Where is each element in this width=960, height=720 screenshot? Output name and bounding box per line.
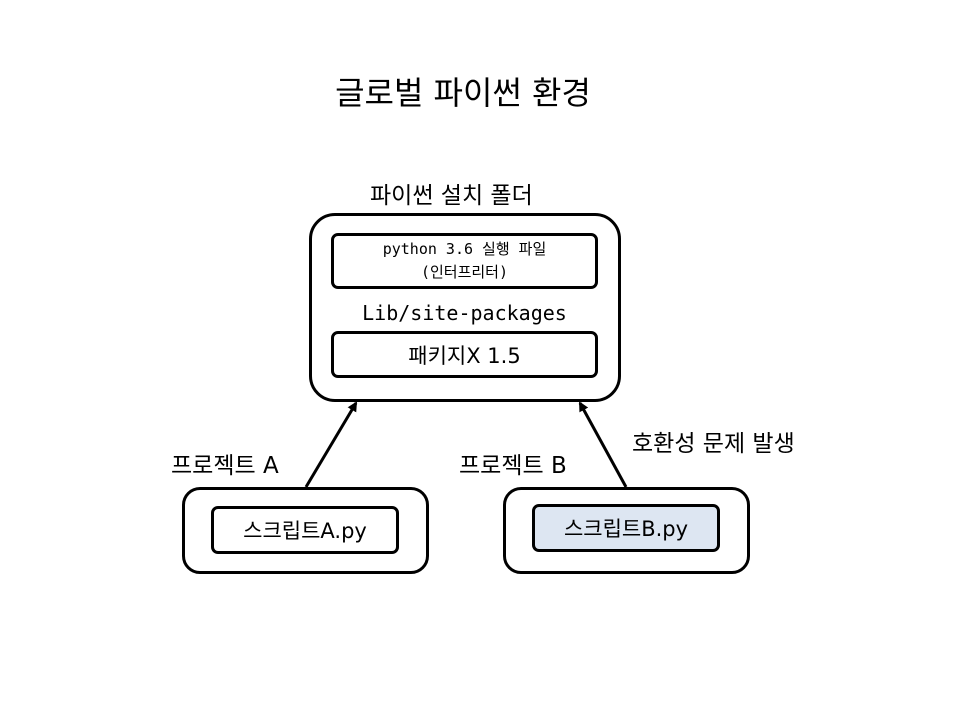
script-b-text: 스크립트B.py bbox=[563, 517, 689, 541]
site-packages-label: Lib/site-packages bbox=[362, 301, 567, 325]
arrow-project-a bbox=[304, 401, 358, 488]
project-b-label: 프로젝트 B bbox=[459, 453, 567, 479]
conflict-label: 호환성 문제 발생 bbox=[632, 431, 795, 457]
script-b-box: 스크립트B.py bbox=[532, 504, 720, 552]
diagram-title: 글로벌 파이썬 환경 bbox=[335, 74, 591, 112]
package-box: 패키지X 1.5 bbox=[331, 331, 598, 378]
interpreter-subtext: (인터프리터) bbox=[420, 263, 509, 281]
interpreter-text: python 3.6 실행 파일 bbox=[382, 240, 547, 258]
project-a-label: 프로젝트 A bbox=[171, 453, 279, 479]
script-a-box: 스크립트A.py bbox=[211, 506, 399, 554]
interpreter-box: python 3.6 실행 파일 (인터프리터) bbox=[331, 233, 598, 289]
arrow-project-b bbox=[578, 401, 628, 488]
install-folder-label: 파이썬 설치 폴더 bbox=[370, 183, 533, 209]
package-text: 패키지X 1.5 bbox=[408, 343, 521, 368]
script-a-text: 스크립트A.py bbox=[243, 519, 367, 543]
